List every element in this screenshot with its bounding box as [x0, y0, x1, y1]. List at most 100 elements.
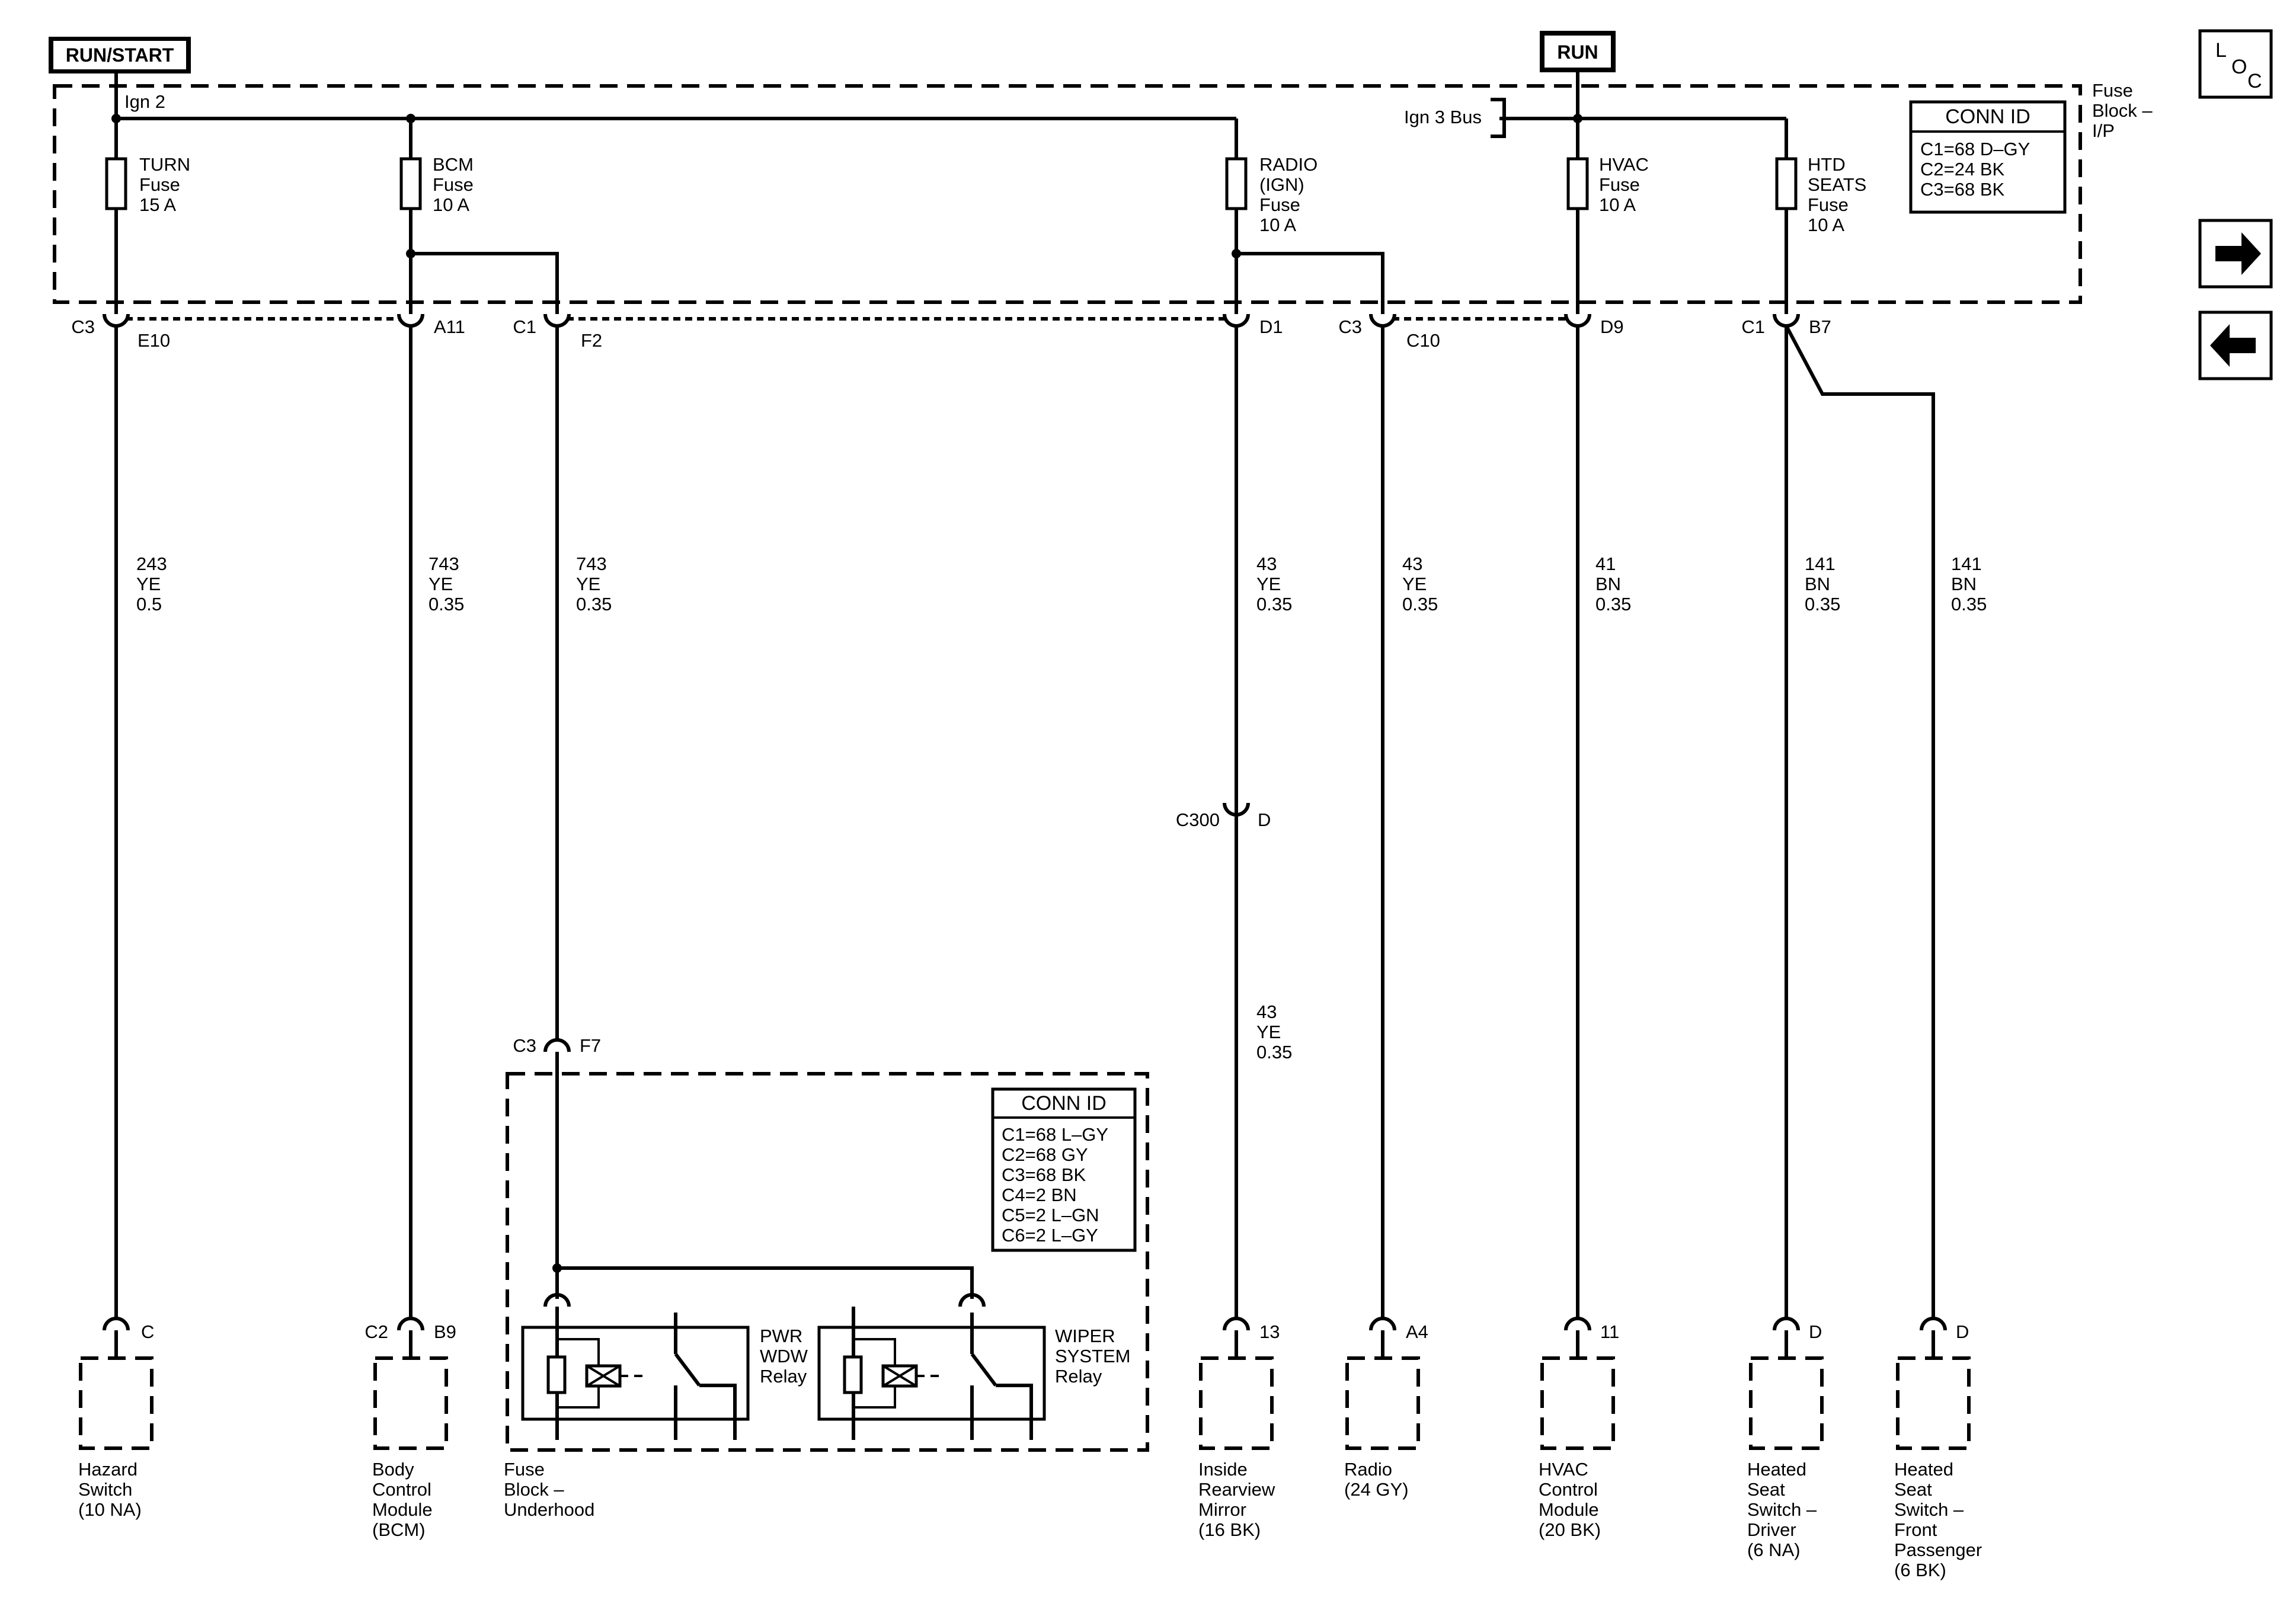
component-heated-seat-switch-driver: D Heated Seat Switch – Driver (6 NA): [1747, 1317, 1824, 1560]
wire-label-8: 141 BN 0.35: [1951, 553, 1987, 614]
bcm-split-junction: [406, 249, 415, 258]
conn-id-underhood-title: CONN ID: [1021, 1092, 1107, 1115]
wire-label-4-circuit: 43: [1256, 553, 1277, 574]
pin-c10-id: C10: [1406, 330, 1440, 351]
component-hvac-control-module: 11 HVAC Control Module (20 BK): [1539, 1317, 1619, 1540]
prev-arrow-button[interactable]: [2198, 311, 2273, 380]
hvac-label-2: Control: [1539, 1479, 1598, 1500]
wire-label-2-circuit: 743: [428, 553, 459, 574]
wire-label-5: 43 YE 0.35: [1402, 553, 1438, 614]
component-inside-rearview-mirror: 13 Inside Rearview Mirror (16 BK): [1198, 1317, 1280, 1540]
conn-id-underhood-row-3: C3=68 BK: [1002, 1164, 1086, 1185]
wire-label-8-circuit: 141: [1951, 553, 1982, 574]
wire-label-9-color: YE: [1256, 1022, 1281, 1042]
fuse-turn-label-2: Fuse: [139, 174, 180, 195]
arrow-left-icon: [2210, 324, 2256, 367]
bcm-pin: B9: [434, 1321, 456, 1342]
relay-pwr-wdw: PWR WDW Relay: [521, 1307, 808, 1440]
fuse-block-underhood-outline: [506, 1072, 1149, 1452]
fuse-bcm-label-1: BCM: [433, 154, 474, 175]
hvac-label-4: (20 BK): [1539, 1519, 1601, 1540]
wire-label-6-circuit: 41: [1595, 553, 1616, 574]
fbu-label-2: Block –: [504, 1479, 564, 1500]
conn-id-ip-row-1: C1=68 D–GY: [1920, 139, 2030, 159]
bcm-conn: C2: [364, 1321, 388, 1342]
wire-label-4-gauge: 0.35: [1256, 594, 1292, 614]
wire-label-4-color: YE: [1256, 574, 1281, 594]
wire-label-2: 743 YE 0.35: [428, 553, 464, 614]
fuse-hvac: HVAC Fuse 10 A: [1566, 119, 1649, 314]
hsp-label-2: Seat: [1894, 1479, 1932, 1500]
conn-id-underhood-row-1: C1=68 L–GY: [1002, 1124, 1108, 1145]
fuse-block-ip-outline: [53, 84, 2082, 304]
loc-o: O: [2231, 56, 2247, 78]
hsp-label-6: (6 BK): [1894, 1560, 1946, 1580]
wire-label-5-gauge: 0.35: [1402, 594, 1438, 614]
bcm-label-4: (BCM): [372, 1519, 426, 1540]
wire-label-3-circuit: 743: [576, 553, 607, 574]
fuse-turn: TURN Fuse 15 A: [105, 119, 190, 314]
wire-label-6-color: BN: [1595, 574, 1621, 594]
relay-feed: [557, 1266, 974, 1299]
relay-wiper-system: WIPER SYSTEM Relay: [817, 1313, 1130, 1440]
fuse-hvac-label-1: HVAC: [1599, 154, 1649, 175]
hazard-label-3: (10 NA): [78, 1499, 142, 1520]
radio-label-2: (24 GY): [1344, 1479, 1409, 1500]
run-source: RUN: [1540, 31, 1616, 72]
next-arrow-button[interactable]: [2198, 219, 2273, 289]
pin-f2: C1 F2: [513, 313, 602, 351]
relay2-pin-in: [958, 1293, 986, 1307]
loc-button[interactable]: L O C: [2198, 29, 2273, 99]
pin-d1: D1: [1223, 313, 1283, 337]
wire-label-2-gauge: 0.35: [428, 594, 464, 614]
wire-seat-passenger: [1785, 325, 1935, 1318]
underhood-entry-pin: C3 F7: [513, 1035, 601, 1056]
run-label: RUN: [1557, 41, 1598, 63]
wire-label-4: 43 YE 0.35: [1256, 553, 1292, 614]
conn-id-underhood-row-6: C6=2 L–GY: [1002, 1225, 1098, 1246]
radio-label-1: Radio: [1344, 1459, 1392, 1480]
pin-d1-id: D1: [1259, 316, 1283, 337]
fuse-radio-label-2: (IGN): [1259, 174, 1304, 195]
hsd-label-1: Heated: [1747, 1459, 1806, 1480]
fuse-turn-label-1: TURN: [139, 154, 190, 175]
wire-label-3: 743 YE 0.35: [576, 553, 612, 614]
wire-label-7-circuit: 141: [1805, 553, 1835, 574]
hsd-pin: D: [1809, 1321, 1822, 1342]
wire-label-1-circuit: 243: [136, 553, 167, 574]
ign2-label: Ign 2: [124, 91, 165, 112]
underhood-entry-conn: C3: [513, 1035, 536, 1056]
conn-id-ip-title: CONN ID: [1945, 105, 2030, 128]
conn-id-ip-row-2: C2=24 BK: [1920, 159, 2005, 180]
conn-id-ip-row-3: C3=68 BK: [1920, 179, 2005, 200]
hvac-pin: 11: [1600, 1321, 1619, 1342]
relay-wiper-label-2: SYSTEM: [1055, 1346, 1130, 1366]
hsd-label-4: Driver: [1747, 1519, 1796, 1540]
wire-label-9: 43 YE 0.35: [1256, 1001, 1292, 1062]
bcm-label-3: Module: [372, 1499, 433, 1520]
conn-id-underhood: CONN ID C1=68 L–GY C2=68 GY C3=68 BK C4=…: [991, 1087, 1137, 1252]
fuse-block-ip-label-1: Fuse: [2092, 80, 2133, 101]
wire-label-9-gauge: 0.35: [1256, 1042, 1292, 1062]
pin-f2-conn: C1: [513, 316, 536, 337]
arrow-right-icon: [2215, 232, 2261, 275]
mirror-pin: 13: [1259, 1321, 1280, 1342]
fuse-htd-label-2: SEATS: [1808, 174, 1866, 195]
mirror-label-1: Inside: [1198, 1459, 1248, 1480]
hsd-label-3: Switch –: [1747, 1499, 1817, 1520]
mirror-label-4: (16 BK): [1198, 1519, 1261, 1540]
pin-b7-conn: C1: [1741, 316, 1765, 337]
bcm-label-1: Body: [372, 1459, 414, 1480]
fuse-bcm: BCM Fuse 10 A: [399, 119, 474, 314]
fuse-htd-seats: HTD SEATS Fuse 10 A: [1775, 119, 1866, 314]
relay-pwr-wdw-label-2: WDW: [760, 1346, 808, 1366]
wire-label-8-color: BN: [1951, 574, 1977, 594]
hsd-label-5: (6 NA): [1747, 1539, 1801, 1560]
component-radio: A4 Radio (24 GY): [1344, 1317, 1428, 1500]
hsp-label-3: Switch –: [1894, 1499, 1964, 1520]
wire-label-1: 243 YE 0.5: [136, 553, 167, 614]
conn-id-underhood-row-2: C2=68 GY: [1002, 1144, 1088, 1165]
wire-label-5-color: YE: [1402, 574, 1427, 594]
wire-label-5-circuit: 43: [1402, 553, 1422, 574]
